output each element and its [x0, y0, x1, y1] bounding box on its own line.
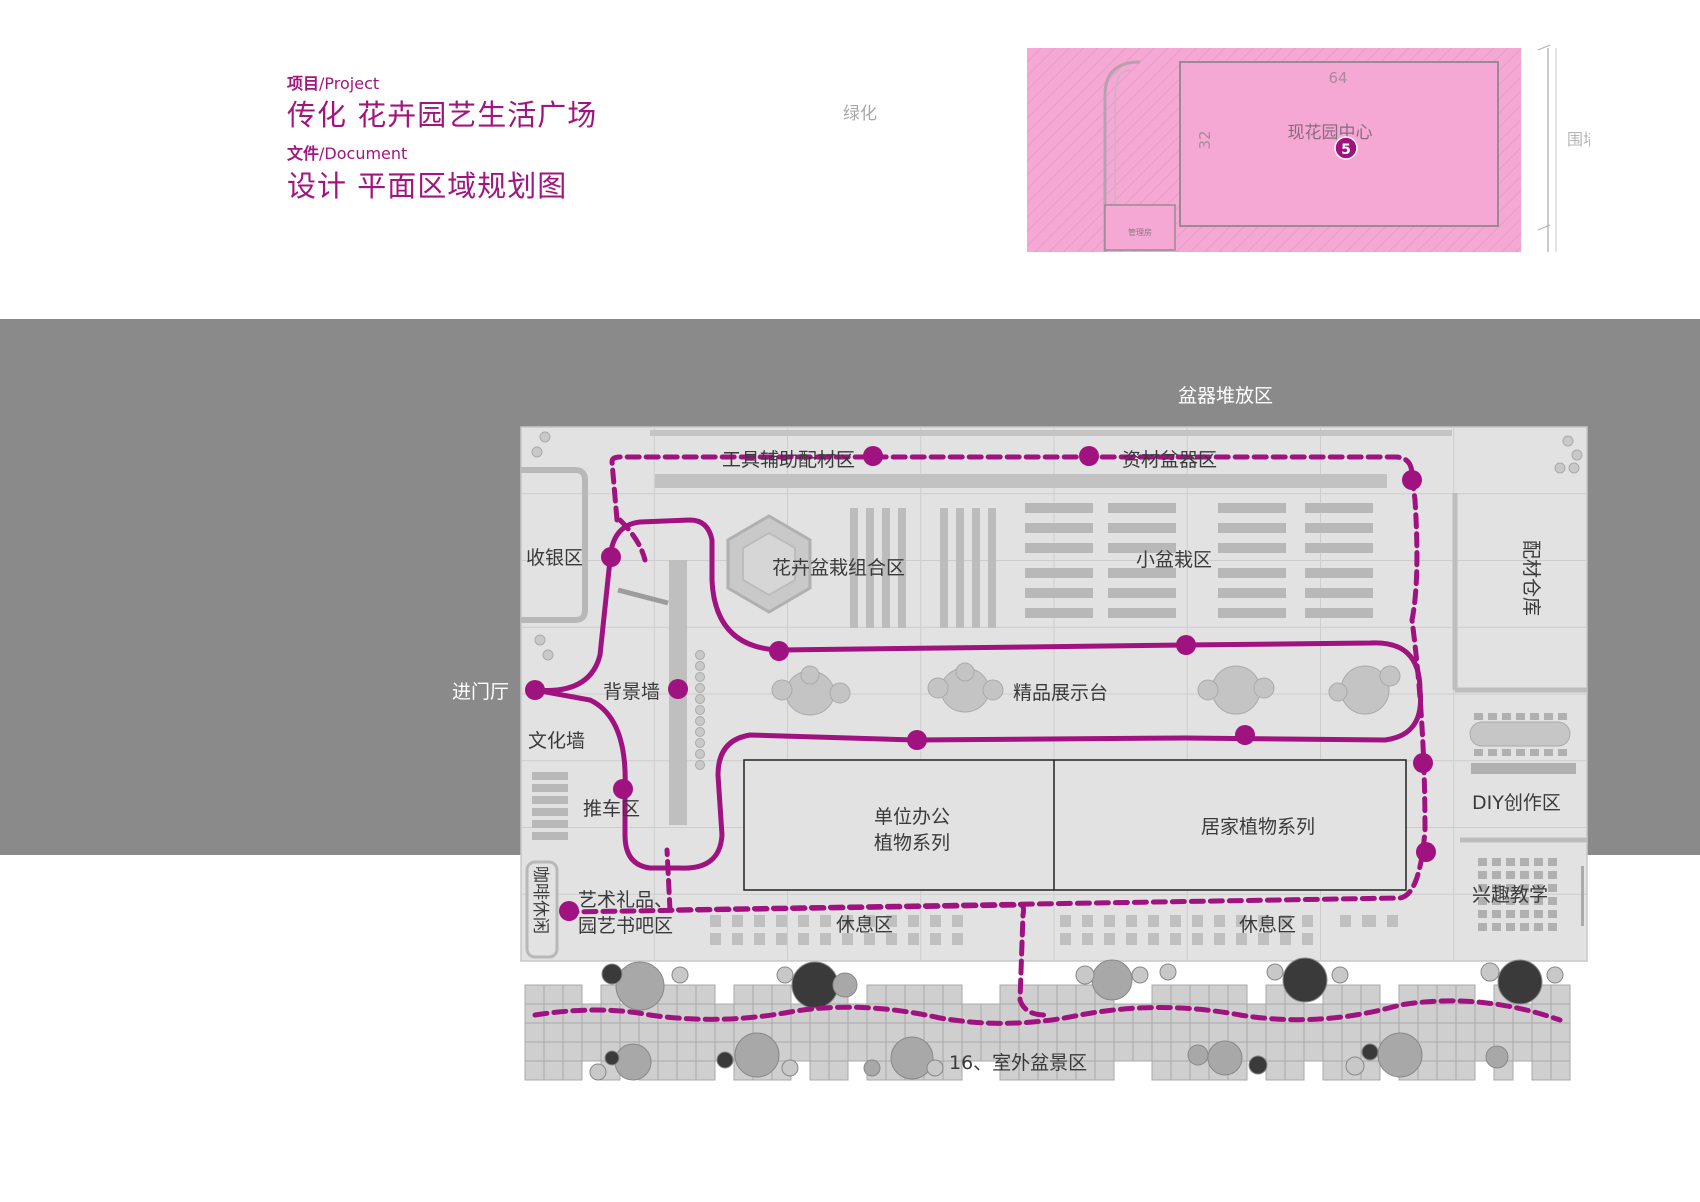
route-node	[769, 641, 789, 661]
keymap-dim-side: 32	[1196, 130, 1214, 149]
keymap-small-box-label: 管理房	[1128, 227, 1152, 237]
diy-table	[1469, 721, 1571, 747]
keymap-badge	[1334, 136, 1358, 160]
rest-area-seats	[710, 915, 1398, 945]
label-flower-combo: 花卉盆栽组合区	[772, 557, 905, 579]
keymap-small-box	[1104, 204, 1176, 251]
label-rest-1: 休息区	[836, 914, 893, 936]
keymap-greenery-label: 绿化	[843, 104, 877, 124]
route-node	[1416, 842, 1436, 862]
keymap-badge-number: 5	[1341, 142, 1351, 158]
project-en: /Project	[319, 74, 380, 93]
keymap-wall-label: 围墙	[1567, 130, 1590, 149]
office-home-zone	[743, 759, 1407, 891]
route-node	[1079, 446, 1099, 466]
showcase-plants	[771, 662, 1401, 716]
project-title: 传化 花卉园艺生活广场	[287, 98, 598, 132]
label-home-plants: 居家植物系列	[1201, 816, 1315, 838]
route-node	[668, 679, 688, 699]
label-showcase: 精品展示台	[1013, 682, 1108, 704]
label-small-pots: 小盆栽区	[1136, 549, 1212, 571]
document-key: 文件	[287, 144, 320, 163]
label-entrance: 进门厅	[452, 681, 509, 703]
keymap-dim-top: 64	[1328, 69, 1347, 87]
route-node	[1402, 470, 1422, 490]
route-node	[1235, 725, 1255, 745]
solid-loop	[532, 517, 1424, 871]
hobby-desks	[1478, 858, 1557, 931]
project-label: 项目/Project	[287, 70, 379, 94]
project-key: 项目	[287, 74, 320, 93]
label-warehouse: 配材仓库	[1520, 540, 1542, 616]
label-materials: 资材盆器区	[1122, 449, 1217, 471]
document-en: /Document	[319, 144, 408, 163]
document-label: 文件/Document	[287, 140, 407, 164]
route-node	[601, 547, 621, 567]
label-cafe: 咖啡休闲	[530, 866, 550, 934]
visitor-routes	[532, 454, 1563, 1026]
label-hobby: 兴趣教学	[1472, 884, 1548, 906]
label-outdoor: 16、室外盆景区	[949, 1052, 1087, 1074]
keymap: 64 32 管理房 现花园中心 5 围墙	[1027, 44, 1590, 252]
label-diy: DIY创作区	[1472, 792, 1561, 814]
label-art-1: 艺术礼品、	[578, 889, 673, 911]
label-tools: 工具辅助配材区	[722, 449, 855, 471]
label-backdrop: 背景墙	[603, 681, 660, 703]
label-cart: 推车区	[583, 798, 640, 820]
label-office-1: 单位办公	[874, 806, 950, 828]
culture-wall-bars	[532, 772, 568, 840]
route-nodes	[525, 446, 1436, 921]
label-art-2: 园艺书吧区	[578, 915, 673, 937]
outdoor-route	[532, 998, 1563, 1026]
label-office-2: 植物系列	[874, 832, 950, 854]
route-node	[907, 730, 927, 750]
route-node	[863, 446, 883, 466]
small-pot-shelves	[1025, 503, 1373, 618]
label-pot-storage: 盆器堆放区	[1178, 385, 1273, 407]
route-node	[1413, 753, 1433, 773]
label-cashier: 收银区	[526, 547, 583, 569]
route-node	[1176, 635, 1196, 655]
route-node	[613, 779, 633, 799]
outdoor-plants	[589, 957, 1564, 1081]
route-node	[525, 680, 545, 700]
label-rest-2: 休息区	[1239, 914, 1296, 936]
label-culture-wall: 文化墙	[528, 730, 585, 752]
outdoor-tiles	[524, 984, 1571, 1081]
route-node	[559, 901, 579, 921]
document-title: 设计 平面区域规划图	[287, 169, 568, 203]
flower-shelves	[850, 508, 996, 628]
cafe-enclosure	[525, 860, 559, 959]
